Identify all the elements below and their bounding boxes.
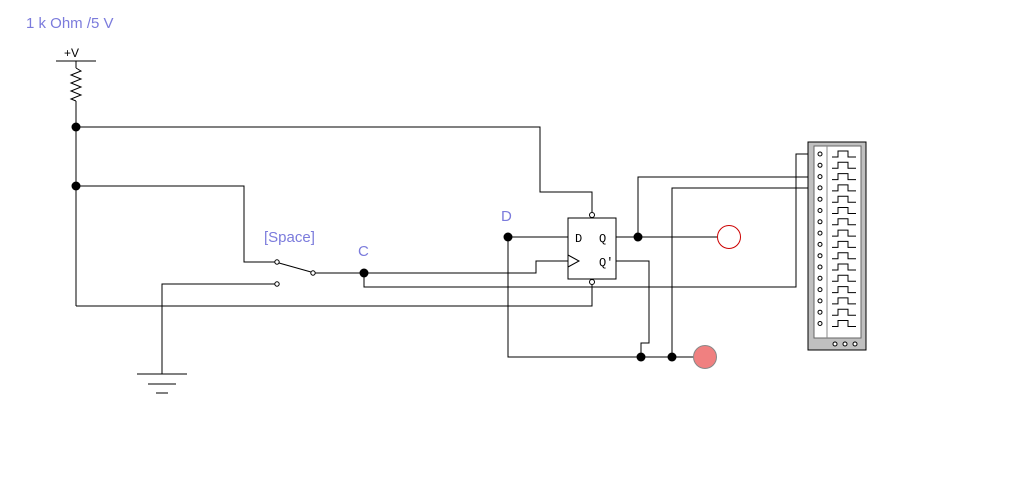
analyzer-input-terminal[interactable]	[817, 230, 823, 236]
probe-lamp-q	[717, 225, 741, 249]
analyzer-waveform-icon	[832, 184, 856, 192]
switch-icon[interactable]	[274, 259, 316, 287]
analyzer-waveform-icon	[832, 274, 856, 282]
resistor-icon[interactable]	[69, 67, 83, 127]
analyzer-waveform-icon	[832, 263, 856, 271]
analyzer-input-terminal[interactable]	[817, 151, 823, 157]
analyzer-waveform-icon	[832, 173, 856, 181]
wires	[75, 126, 820, 374]
junction-node-qbar	[667, 352, 677, 362]
junction-node	[71, 122, 81, 132]
analyzer-waveform-icon	[832, 229, 856, 237]
analyzer-input-terminal[interactable]	[817, 253, 823, 259]
junction-nodes	[71, 122, 677, 362]
analyzer-input-terminal[interactable]	[817, 162, 823, 168]
analyzer-input-terminal[interactable]	[817, 174, 823, 180]
analyzer-waveform-icon	[832, 297, 856, 305]
analyzer-waveform-icon	[832, 308, 856, 316]
junction-node-c	[359, 268, 369, 278]
junction-node-d	[503, 232, 513, 242]
analyzer-input-terminal[interactable]	[817, 321, 823, 326]
analyzer-waveform-icon	[832, 320, 856, 327]
analyzer-input-terminal[interactable]	[817, 241, 823, 247]
probe-lamp-qbar	[693, 345, 717, 369]
analyzer-waveform-icon	[832, 161, 856, 169]
analyzer-terminal[interactable]	[852, 341, 858, 347]
analyzer-input-terminal[interactable]	[817, 196, 823, 202]
d-flipflop-icon[interactable]: D Q Q'	[567, 212, 617, 285]
analyzer-terminal[interactable]	[832, 341, 838, 347]
supply-terminal: +V	[56, 46, 96, 68]
analyzer-waveform-icon	[832, 207, 856, 214]
switch-label: [Space]	[264, 229, 315, 246]
ff-d-pin: D	[575, 232, 582, 246]
analyzer-waveform-icon	[832, 240, 856, 248]
node-d-label: D	[501, 208, 512, 225]
ff-qbar-pin: Q'	[599, 256, 613, 270]
analyzer-input-terminal[interactable]	[817, 185, 823, 191]
analyzer-input-terminal[interactable]	[817, 309, 823, 315]
analyzer-waveform-icon	[832, 286, 856, 294]
junction-node-q	[633, 232, 643, 242]
analyzer-input-terminal[interactable]	[817, 208, 823, 213]
ff-q-pin: Q	[599, 232, 606, 246]
analyzer-input-terminal[interactable]	[817, 219, 823, 225]
analyzer-terminal[interactable]	[842, 341, 848, 347]
analyzer-waveform-icon	[832, 252, 856, 260]
node-c-label: C	[358, 243, 369, 260]
supply-label: +V	[64, 46, 79, 60]
logic-analyzer-icon[interactable]	[807, 141, 867, 351]
junction-node	[71, 181, 81, 191]
analyzer-input-terminal[interactable]	[817, 298, 823, 304]
analyzer-waveform-icon	[832, 150, 856, 158]
analyzer-input-terminal[interactable]	[817, 275, 823, 281]
circuit-title: 1 k Ohm /5 V	[26, 15, 114, 32]
analyzer-input-terminal[interactable]	[817, 287, 823, 293]
analyzer-waveform-icon	[832, 195, 856, 203]
analyzer-waveform-icon	[832, 218, 856, 226]
analyzer-input-terminal[interactable]	[817, 264, 823, 270]
analyzer-channels	[817, 150, 856, 327]
junction-node-feedback	[636, 352, 646, 362]
ground-icon	[137, 373, 187, 394]
